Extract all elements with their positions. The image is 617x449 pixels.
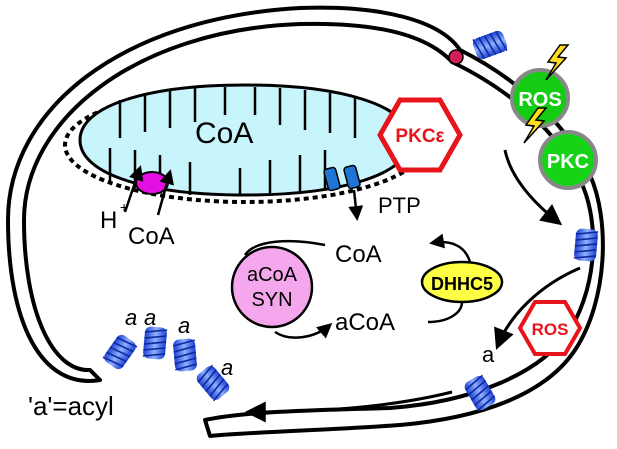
acoa-syn-arrow-bottom	[274, 323, 333, 339]
acyl-label-2: a	[144, 305, 156, 330]
dhhc5-arrow-bottom	[427, 301, 464, 324]
acyl-label-4: a	[221, 355, 233, 380]
pkc-node	[538, 130, 598, 190]
signal-arrow	[503, 149, 563, 226]
pkc-epsilon-label: PKCε	[395, 126, 444, 147]
acoa-syn-label-line1: aCoA	[247, 264, 298, 286]
cyto-coa-label: CoA	[335, 241, 382, 268]
ros-bottom-label: ROS	[532, 320, 569, 339]
transmembrane-helix-icon	[470, 28, 510, 62]
ros-bottom-node: ROS	[517, 300, 583, 356]
transmembrane-helix-icon	[572, 227, 600, 263]
ros-top-label: ROS	[518, 89, 561, 111]
dhhc5-outflow-arrow	[494, 266, 581, 350]
coa-in-arrow	[156, 169, 174, 216]
acyl-dot-top	[448, 49, 464, 65]
recycle-arrow	[244, 390, 453, 423]
cyto-acoa-label: aCoA	[335, 309, 395, 336]
acyl-legend: 'a'=acyl	[28, 391, 114, 421]
pkc-label: PKC	[547, 151, 589, 173]
h-plus-arrow	[123, 165, 144, 213]
acoa-syn-enzyme	[230, 245, 314, 329]
mito-coa-label: CoA	[195, 117, 253, 150]
ptp-channel-left	[323, 166, 341, 192]
cell-membrane	[6, 5, 605, 438]
acoa-syn-label-line2: SYN	[251, 289, 292, 311]
dhhc5-arrow-top	[429, 233, 472, 263]
pkc-epsilon-node: PKCε	[377, 97, 463, 173]
proton-pump	[135, 171, 169, 195]
transmembrane-helix-icon	[141, 325, 169, 361]
coa-in-label: CoA	[128, 223, 175, 250]
lightning-bolt-icon	[523, 107, 548, 144]
acyl-label-1: a	[125, 305, 137, 330]
dhhc5-label: DHHC5	[431, 274, 493, 294]
lightning-bolt-icon	[545, 44, 570, 81]
ptp-arrow	[348, 189, 364, 221]
h-plus-superscript: +	[120, 199, 128, 215]
h-plus-label: H	[100, 207, 117, 234]
ptp-label: PTP	[378, 193, 421, 218]
acyl-label-5: a	[482, 342, 495, 367]
acoa-syn-arrow-top	[243, 239, 326, 256]
acyl-label-3: a	[178, 313, 190, 338]
ptp-channel-right	[343, 164, 361, 190]
transmembrane-helix-icon	[101, 331, 139, 373]
cristae	[108, 87, 357, 195]
transmembrane-helix-icon	[171, 337, 199, 373]
